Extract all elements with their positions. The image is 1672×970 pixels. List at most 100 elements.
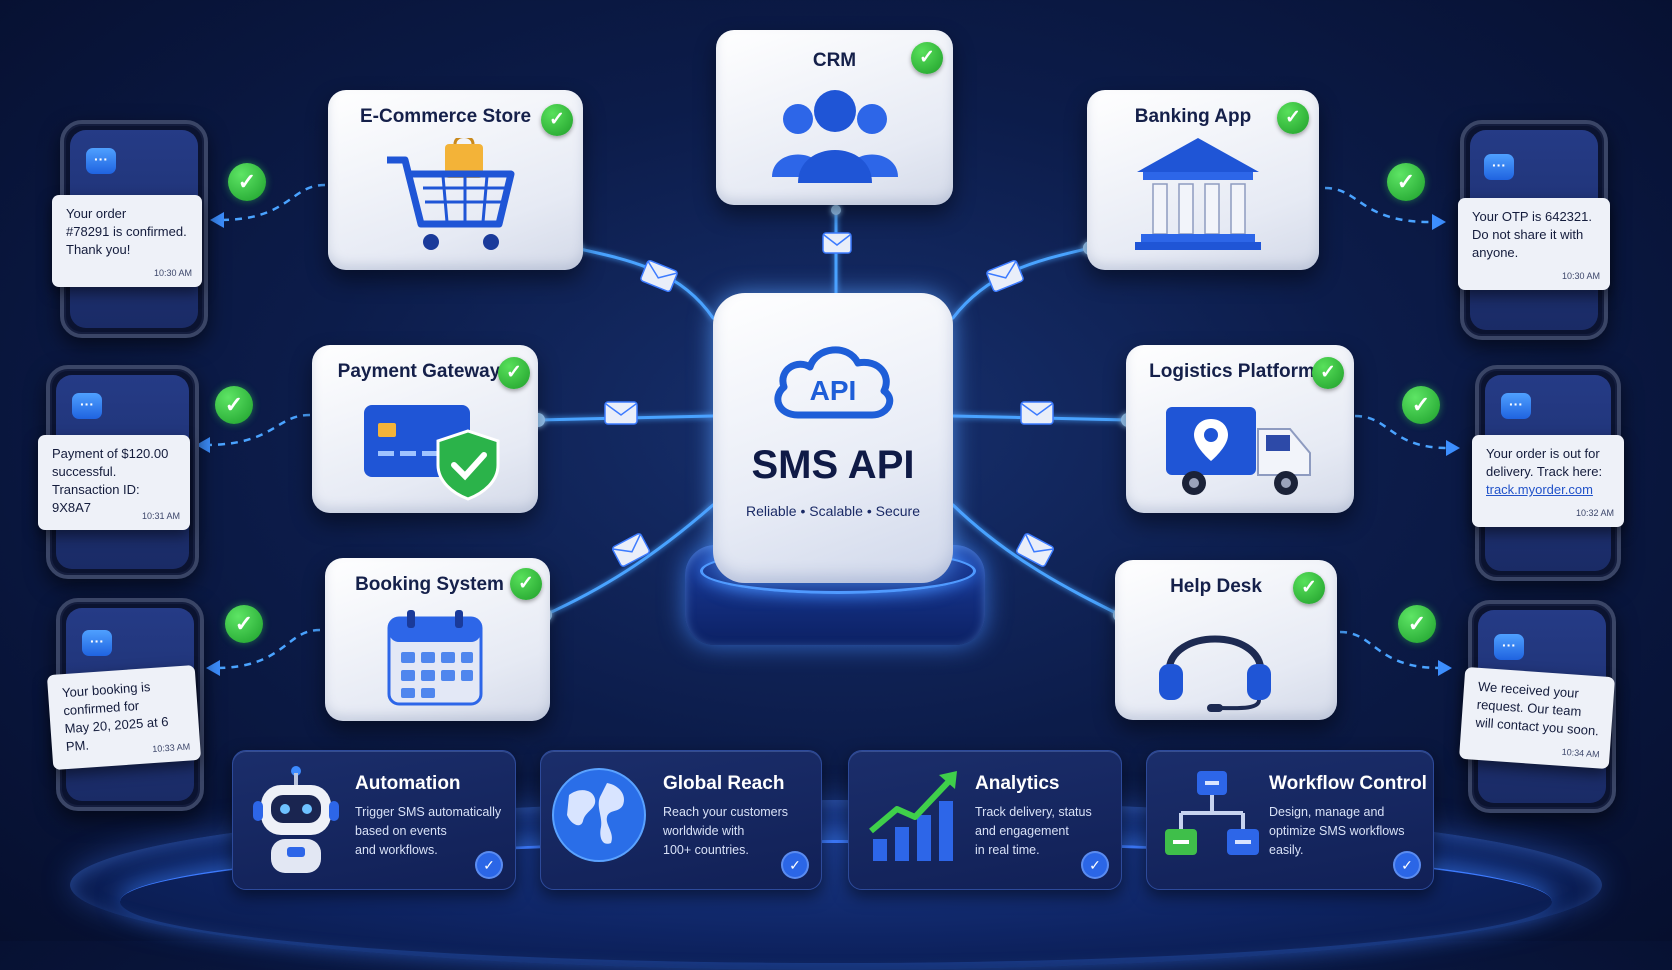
checkmark-icon: ✓: [1402, 386, 1440, 424]
banking-card[interactable]: Banking App ✓: [1087, 90, 1319, 270]
feature-global-reach[interactable]: Global Reach Reach your customers worldw…: [540, 750, 822, 890]
feature-desc-line: Design, manage and: [1269, 805, 1385, 819]
sms-time: 10:30 AM: [1561, 271, 1600, 281]
feature-title: Automation: [355, 773, 461, 794]
banking-title: Banking App: [1134, 106, 1252, 127]
sms-delivery-update: Your order is out for delivery. Track he…: [1472, 435, 1624, 527]
credit-card-shield-icon: [364, 405, 500, 501]
hub-title: SMS API: [751, 443, 915, 487]
sms-order-confirmation: Your order #78291 is confirmed. Thank yo…: [52, 195, 202, 287]
sms-line: Do not share it with: [1472, 227, 1584, 242]
chat-bubble-icon: ···: [1501, 393, 1531, 419]
bank-icon: [1135, 138, 1261, 250]
payment-gateway-card[interactable]: Payment Gateway ✓: [312, 345, 538, 513]
envelope-icon: [612, 533, 650, 567]
users-group-icon: [772, 90, 898, 183]
robot-icon: [253, 766, 339, 873]
sms-line: Transaction ID: 9X8A7: [52, 482, 140, 515]
sms-payment-confirmation: Payment of $120.00 successful. Transacti…: [38, 435, 190, 530]
sms-line: Payment of $120.00: [52, 446, 169, 461]
feature-desc-line: and engagement: [975, 824, 1069, 838]
checkmark-icon: ✓: [1387, 163, 1425, 201]
checkmark-icon: ✓: [228, 163, 266, 201]
payment-gateway-title: Payment Gateway: [337, 361, 501, 382]
checkmark-icon: ✓: [1398, 605, 1436, 643]
logistics-card[interactable]: Logistics Platform ✓: [1126, 345, 1354, 513]
sms-booking-confirmation: Your booking is confirmed for May 20, 20…: [46, 664, 202, 771]
checkmark-icon: ✓: [477, 853, 501, 877]
feature-workflow-control[interactable]: Workflow Control Design, manage and opti…: [1146, 750, 1434, 890]
sms-time: 10:33 AM: [151, 741, 191, 755]
help-desk-card[interactable]: Help Desk ✓: [1115, 560, 1337, 720]
feature-desc-line: Reach your customers: [663, 805, 789, 819]
shopping-cart-icon: [387, 138, 515, 250]
sms-support-ticket: We received your request. Our team will …: [1458, 666, 1616, 770]
chat-bubble-icon: ···: [86, 148, 116, 174]
ecommerce-card[interactable]: E-Commerce Store ✓: [328, 90, 583, 270]
checkmark-icon: ✓: [1277, 102, 1309, 134]
delivery-truck-icon: [1166, 407, 1311, 495]
chat-bubble-icon: ···: [1484, 154, 1514, 180]
feature-desc-line: Track delivery, status: [975, 805, 1092, 819]
feature-desc-line: 100+ countries.: [663, 843, 749, 857]
api-label: API: [809, 375, 857, 406]
envelope-icon: [986, 259, 1024, 293]
sms-line: Your OTP is 642321.: [1472, 209, 1592, 224]
checkmark-icon: ✓: [1293, 572, 1325, 604]
feature-title: Global Reach: [663, 773, 785, 794]
envelope-icon: [604, 401, 638, 425]
chat-bubble-icon: ···: [1494, 634, 1524, 660]
sms-line: anyone.: [1472, 245, 1519, 260]
feature-description: Track delivery, status and engagement in…: [975, 803, 1135, 860]
sms-time: 10:30 AM: [153, 268, 192, 278]
sms-line: successful.: [52, 464, 117, 479]
checkmark-icon: ✓: [215, 386, 253, 424]
feature-desc-line: worldwide with: [663, 824, 745, 838]
tracking-link[interactable]: track.myorder.com: [1486, 482, 1593, 497]
sms-time: 10:31 AM: [141, 511, 180, 521]
checkmark-icon: ✓: [1083, 853, 1107, 877]
crm-card[interactable]: CRM ✓: [716, 30, 953, 205]
feature-desc-line: optimize SMS workflows: [1269, 824, 1405, 838]
feature-desc-line: based on events: [355, 824, 447, 838]
checkmark-icon: ✓: [541, 104, 573, 136]
sms-time: 10:32 AM: [1575, 508, 1614, 518]
feature-description: Design, manage and optimize SMS workflow…: [1269, 803, 1429, 860]
help-desk-title: Help Desk: [1170, 576, 1262, 597]
feature-title: Analytics: [975, 773, 1060, 794]
chat-bubble-icon: ···: [82, 630, 112, 656]
cloud-icon: [774, 346, 894, 419]
headset-icon: [1159, 635, 1271, 712]
workflow-diagram-icon: [1165, 771, 1259, 855]
crm-title: CRM: [812, 50, 857, 71]
feature-analytics[interactable]: Analytics Track delivery, status and eng…: [848, 750, 1122, 890]
ecommerce-title: E-Commerce Store: [359, 106, 532, 127]
logistics-title: Logistics Platform: [1149, 361, 1315, 382]
hub-subtitle: Reliable • Scalable • Secure: [745, 503, 920, 519]
envelope-icon: [822, 232, 852, 254]
platform-rim: [120, 840, 1552, 963]
envelope-icon: [1016, 533, 1054, 567]
sms-line: Your order: [66, 206, 127, 221]
feature-desc-line: and workflows.: [355, 843, 438, 857]
envelope-icon: [1020, 401, 1054, 425]
booking-card[interactable]: Booking System ✓: [325, 558, 550, 721]
sms-otp: Your OTP is 642321. Do not share it with…: [1458, 198, 1610, 290]
sms-line: #78291 is confirmed.: [66, 224, 187, 239]
booking-title: Booking System: [355, 574, 504, 595]
sms-api-hub[interactable]: API SMS API Reliable • Scalable • Secure: [713, 293, 953, 583]
envelope-icon: [640, 259, 678, 293]
sms-time: 10:34 AM: [1561, 746, 1600, 760]
checkmark-icon: ✓: [911, 42, 943, 74]
checkmark-icon: ✓: [783, 853, 807, 877]
feature-desc-line: Trigger SMS automatically: [355, 805, 502, 819]
checkmark-icon: ✓: [510, 568, 542, 600]
checkmark-icon: ✓: [498, 357, 530, 389]
checkmark-icon: ✓: [1312, 357, 1344, 389]
feature-description: Reach your customers worldwide with 100+…: [663, 803, 823, 860]
globe-icon: [552, 768, 646, 862]
sms-line: Your order is out for: [1486, 446, 1600, 461]
sms-line: Thank you!: [66, 242, 131, 257]
feature-desc-line: in real time.: [975, 843, 1040, 857]
feature-automation[interactable]: Automation Trigger SMS automatically bas…: [232, 750, 516, 890]
